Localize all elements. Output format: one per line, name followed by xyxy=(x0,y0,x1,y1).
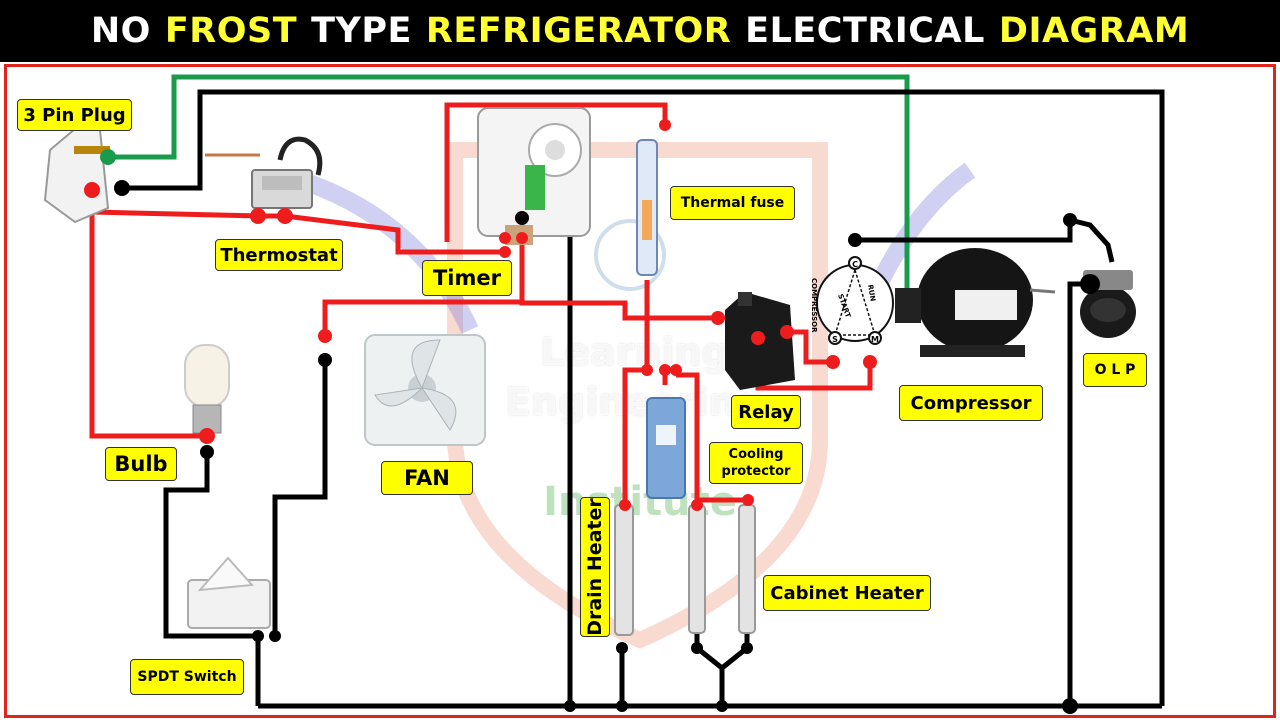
label-fan: FAN xyxy=(381,461,473,495)
terminal-dots xyxy=(84,119,1100,714)
watermark-line2: Engineering xyxy=(505,380,763,424)
defrost-timer xyxy=(477,107,591,245)
winding-title: COMPRESSOR xyxy=(810,278,818,333)
label-relay: Relay xyxy=(731,395,801,429)
title-word-6: DIAGRAM xyxy=(998,11,1190,51)
terminal-m: M xyxy=(871,335,879,344)
drain-heater xyxy=(614,504,634,636)
label-timer: Timer xyxy=(422,260,512,296)
label-cabinet-heater: Cabinet Heater xyxy=(763,575,931,611)
compressor xyxy=(895,248,1056,357)
title-bar: NO FROST TYPE REFRIGERATOR ELECTRICAL DI… xyxy=(0,0,1280,62)
title-word-4: REFRIGERATOR xyxy=(425,11,732,51)
label-olp: O L P xyxy=(1083,353,1147,387)
title-word-3: TYPE xyxy=(311,11,412,51)
fan xyxy=(364,334,486,446)
terminal-c: C xyxy=(852,260,858,269)
earth-wire xyxy=(108,74,910,290)
diagram-frame xyxy=(4,64,1276,718)
compressor-winding: C S M START RUN COMPRESSOR xyxy=(810,256,894,345)
terminal-s: S xyxy=(832,335,838,344)
bulb xyxy=(184,344,230,434)
winding-run: RUN xyxy=(866,284,877,302)
live-wires xyxy=(89,102,873,505)
thermostat xyxy=(205,136,323,209)
title-word-1: NO xyxy=(90,11,151,51)
label-thermostat: Thermostat xyxy=(215,239,343,271)
cooling-protector xyxy=(646,397,686,499)
label-spdt-switch: SPDT Switch xyxy=(130,659,244,695)
label-thermal-fuse: Thermal fuse xyxy=(670,186,795,220)
title-word-2: FROST xyxy=(164,11,298,51)
label-drain-heater: Drain Heater xyxy=(580,497,610,637)
title-word-5: ELECTRICAL xyxy=(745,11,985,51)
label-compressor: Compressor xyxy=(899,385,1043,421)
label-bulb: Bulb xyxy=(105,447,177,481)
label-cooling-protector: Cooling protector xyxy=(709,442,803,484)
thermal-fuse xyxy=(636,139,658,276)
label-drain-heater-text: Drain Heater xyxy=(584,498,607,636)
spdt-switch xyxy=(187,556,271,629)
label-3-pin-plug: 3 Pin Plug xyxy=(17,99,132,131)
cabinet-heater xyxy=(688,504,756,634)
three-pin-plug xyxy=(43,116,110,224)
olp xyxy=(1080,270,1136,338)
